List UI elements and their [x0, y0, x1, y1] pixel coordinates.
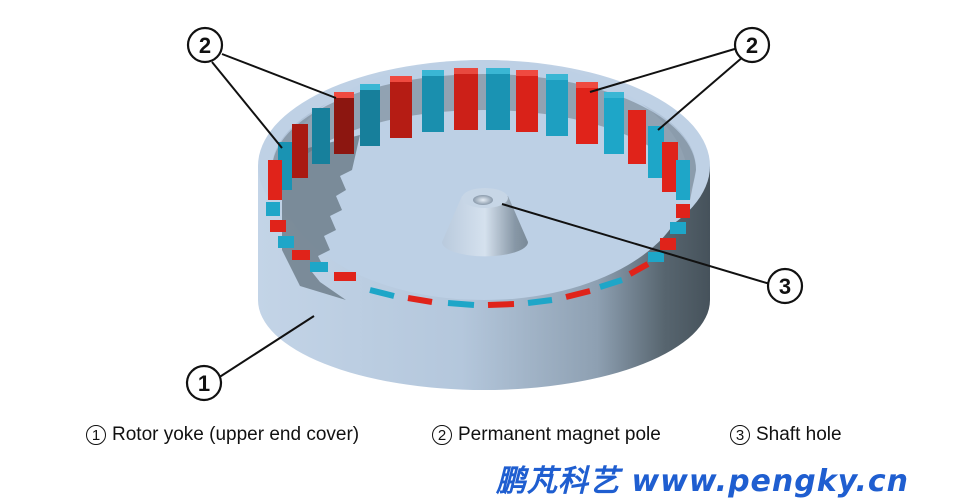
- legend-text: Shaft hole: [756, 424, 842, 445]
- legend-item-magnet-pole: 2 Permanent magnet pole: [432, 424, 661, 446]
- svg-text:2: 2: [746, 33, 758, 58]
- legend-number: 3: [730, 425, 750, 445]
- front-magnet-ring: [369, 261, 650, 308]
- leader-lines: [211, 47, 771, 379]
- legend-number: 2: [432, 425, 452, 445]
- svg-text:3: 3: [779, 274, 791, 299]
- shaft-hole: [473, 195, 493, 205]
- callout-2-right: 2: [733, 26, 771, 64]
- svg-text:2: 2: [199, 33, 211, 58]
- watermark: 鹏芃科艺 www.pengky.cn: [496, 464, 910, 499]
- callout-2-left: 2: [186, 26, 224, 64]
- legend-item-shaft-hole: 3 Shaft hole: [730, 424, 842, 446]
- legend-text: Permanent magnet pole: [458, 424, 661, 445]
- legend-number: 1: [86, 425, 106, 445]
- svg-text:1: 1: [198, 371, 210, 396]
- callout-1: 1: [185, 364, 223, 402]
- legend-item-rotor-yoke: 1 Rotor yoke (upper end cover): [86, 424, 359, 446]
- legend-text: Rotor yoke (upper end cover): [112, 424, 360, 445]
- magnet-poles: [266, 68, 690, 281]
- callout-3: 3: [766, 267, 804, 305]
- shaft-hub: [442, 188, 528, 257]
